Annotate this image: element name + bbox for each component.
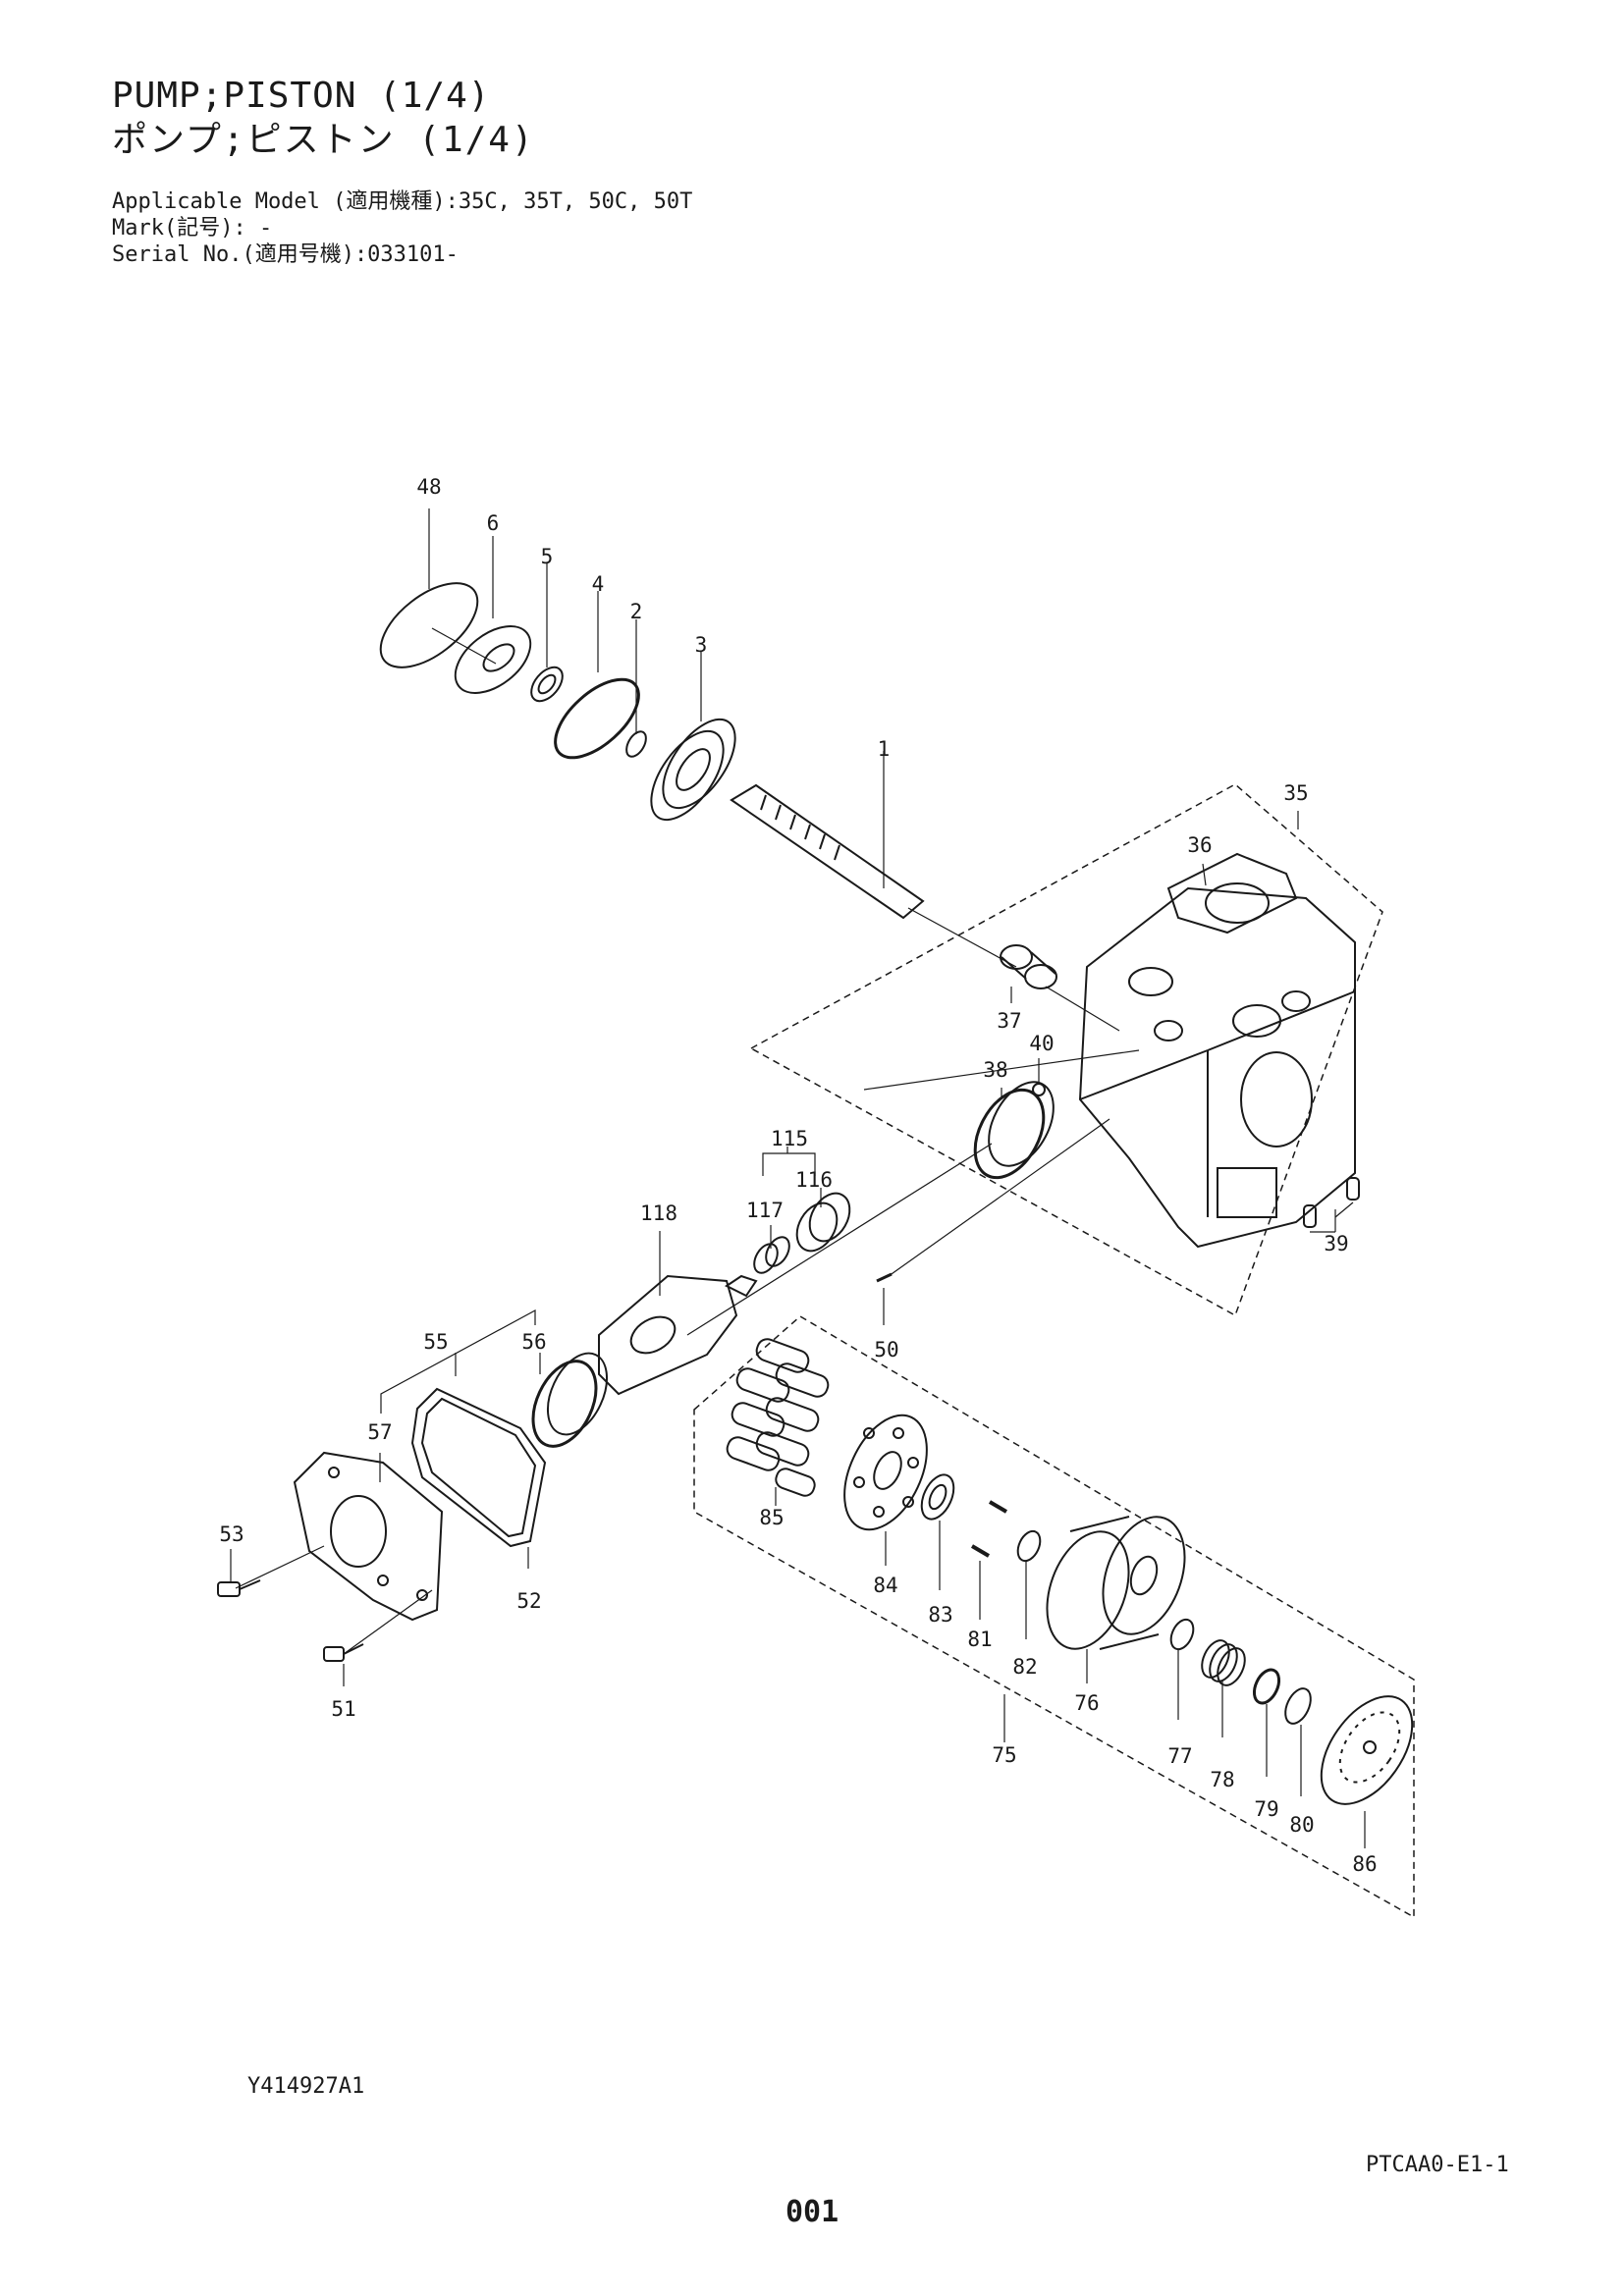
label-37: 37 [997, 1009, 1021, 1033]
label-39: 39 [1324, 1232, 1348, 1255]
bearing-116 [795, 1192, 851, 1253]
label-55: 55 [423, 1330, 448, 1354]
label-117: 117 [746, 1199, 784, 1222]
label-115: 115 [771, 1127, 808, 1150]
washer-77 [1169, 1618, 1195, 1651]
label-57: 57 [367, 1420, 392, 1444]
ring-83 [920, 1473, 955, 1521]
drive-shaft-1 [730, 783, 925, 920]
axis-line [343, 1589, 433, 1655]
meta-block: Applicable Model (適用機種):35C, 35T, 50C, 5… [112, 188, 692, 268]
label-81: 81 [967, 1628, 992, 1651]
o-ring-48 [379, 582, 479, 668]
leader-lines [230, 508, 1366, 1848]
label-53: 53 [219, 1522, 244, 1546]
label-35: 35 [1283, 781, 1308, 805]
axis-line [1045, 986, 1120, 1032]
seal-ring-38 [973, 1081, 1055, 1180]
label-116: 116 [795, 1168, 833, 1192]
applicable-model: Applicable Model (適用機種):35C, 35T, 50C, 5… [112, 189, 693, 214]
label-40: 40 [1029, 1032, 1054, 1055]
label-82: 82 [1012, 1655, 1037, 1679]
collar-82 [1016, 1529, 1042, 1563]
bolt-53 [217, 1579, 261, 1597]
label-76: 76 [1074, 1691, 1099, 1715]
pins-81 [970, 1500, 1008, 1558]
label-86: 86 [1352, 1852, 1377, 1876]
mark-line: Mark(記号): - [112, 216, 273, 240]
label-48: 48 [416, 475, 441, 499]
label-80: 80 [1289, 1813, 1314, 1837]
o-ring-4 [554, 677, 640, 760]
axis-line [686, 1143, 993, 1336]
pins-39 [1303, 1177, 1360, 1228]
label-52: 52 [516, 1589, 541, 1613]
sheet-code: PTCAA0-E1-1 [1366, 2153, 1509, 2177]
axis-line [863, 1049, 1140, 1091]
label-85: 85 [759, 1506, 784, 1529]
label-36: 36 [1187, 833, 1212, 857]
ring-79 [1252, 1668, 1281, 1705]
pistons-85 [726, 1338, 830, 1497]
axis-line [235, 1545, 325, 1589]
label-56: 56 [521, 1330, 546, 1354]
label-4: 4 [592, 572, 605, 596]
snap-ring-2 [625, 730, 647, 758]
label-5: 5 [541, 545, 554, 568]
label-50: 50 [874, 1338, 898, 1362]
title-english: PUMP;PISTON (1/4) [112, 76, 491, 116]
cylinder-group-frame [693, 1315, 1415, 1919]
page-number: 001 [785, 2195, 839, 2229]
label-83: 83 [928, 1603, 952, 1627]
axis-line [888, 1118, 1110, 1277]
plug-40 [1032, 1083, 1046, 1096]
label-51: 51 [331, 1697, 355, 1721]
bushing-37 [1000, 944, 1057, 989]
title-japanese: ポンプ;ピストン (1/4) [112, 120, 535, 160]
bearing-117 [753, 1236, 790, 1274]
oil-seal-5 [530, 666, 564, 703]
label-84: 84 [873, 1574, 897, 1597]
label-6: 6 [487, 511, 500, 535]
gasket-52 [410, 1387, 547, 1548]
bearing-3 [650, 718, 736, 822]
label-77: 77 [1167, 1744, 1192, 1768]
spring-78 [1201, 1639, 1246, 1686]
bolt-51 [323, 1643, 364, 1662]
swash-plate-118 [598, 1274, 758, 1396]
retainer-plate-84 [843, 1414, 928, 1531]
label-79: 79 [1254, 1797, 1278, 1821]
page-header: PUMP;PISTON (1/4) ポンプ;ピストン (1/4) Applica… [112, 75, 692, 268]
axis-line [907, 907, 1017, 968]
pump-housing-35 [1078, 852, 1356, 1249]
serial-number: Serial No.(適用号機):033101- [112, 242, 459, 267]
cover-57 [293, 1451, 444, 1622]
label-78: 78 [1210, 1768, 1234, 1791]
drawing-id: Y414927A1 [247, 2074, 365, 2099]
label-118: 118 [640, 1201, 677, 1225]
housing-group-frame [749, 783, 1383, 1317]
label-38: 38 [983, 1058, 1007, 1082]
seal-ring-56 [531, 1352, 609, 1448]
label-2: 2 [630, 600, 643, 623]
snap-ring-80 [1284, 1687, 1312, 1725]
cylinder-block-76 [1046, 1516, 1186, 1650]
label-1: 1 [878, 737, 891, 761]
label-75: 75 [992, 1743, 1016, 1767]
pin-50 [876, 1272, 893, 1283]
valve-plate-86 [1320, 1695, 1414, 1805]
label-3: 3 [695, 633, 708, 657]
part-labels: 48 6 5 4 2 3 1 35 36 37 40 38 39 115 116… [219, 475, 1377, 1876]
seal-plate-6 [454, 625, 532, 694]
